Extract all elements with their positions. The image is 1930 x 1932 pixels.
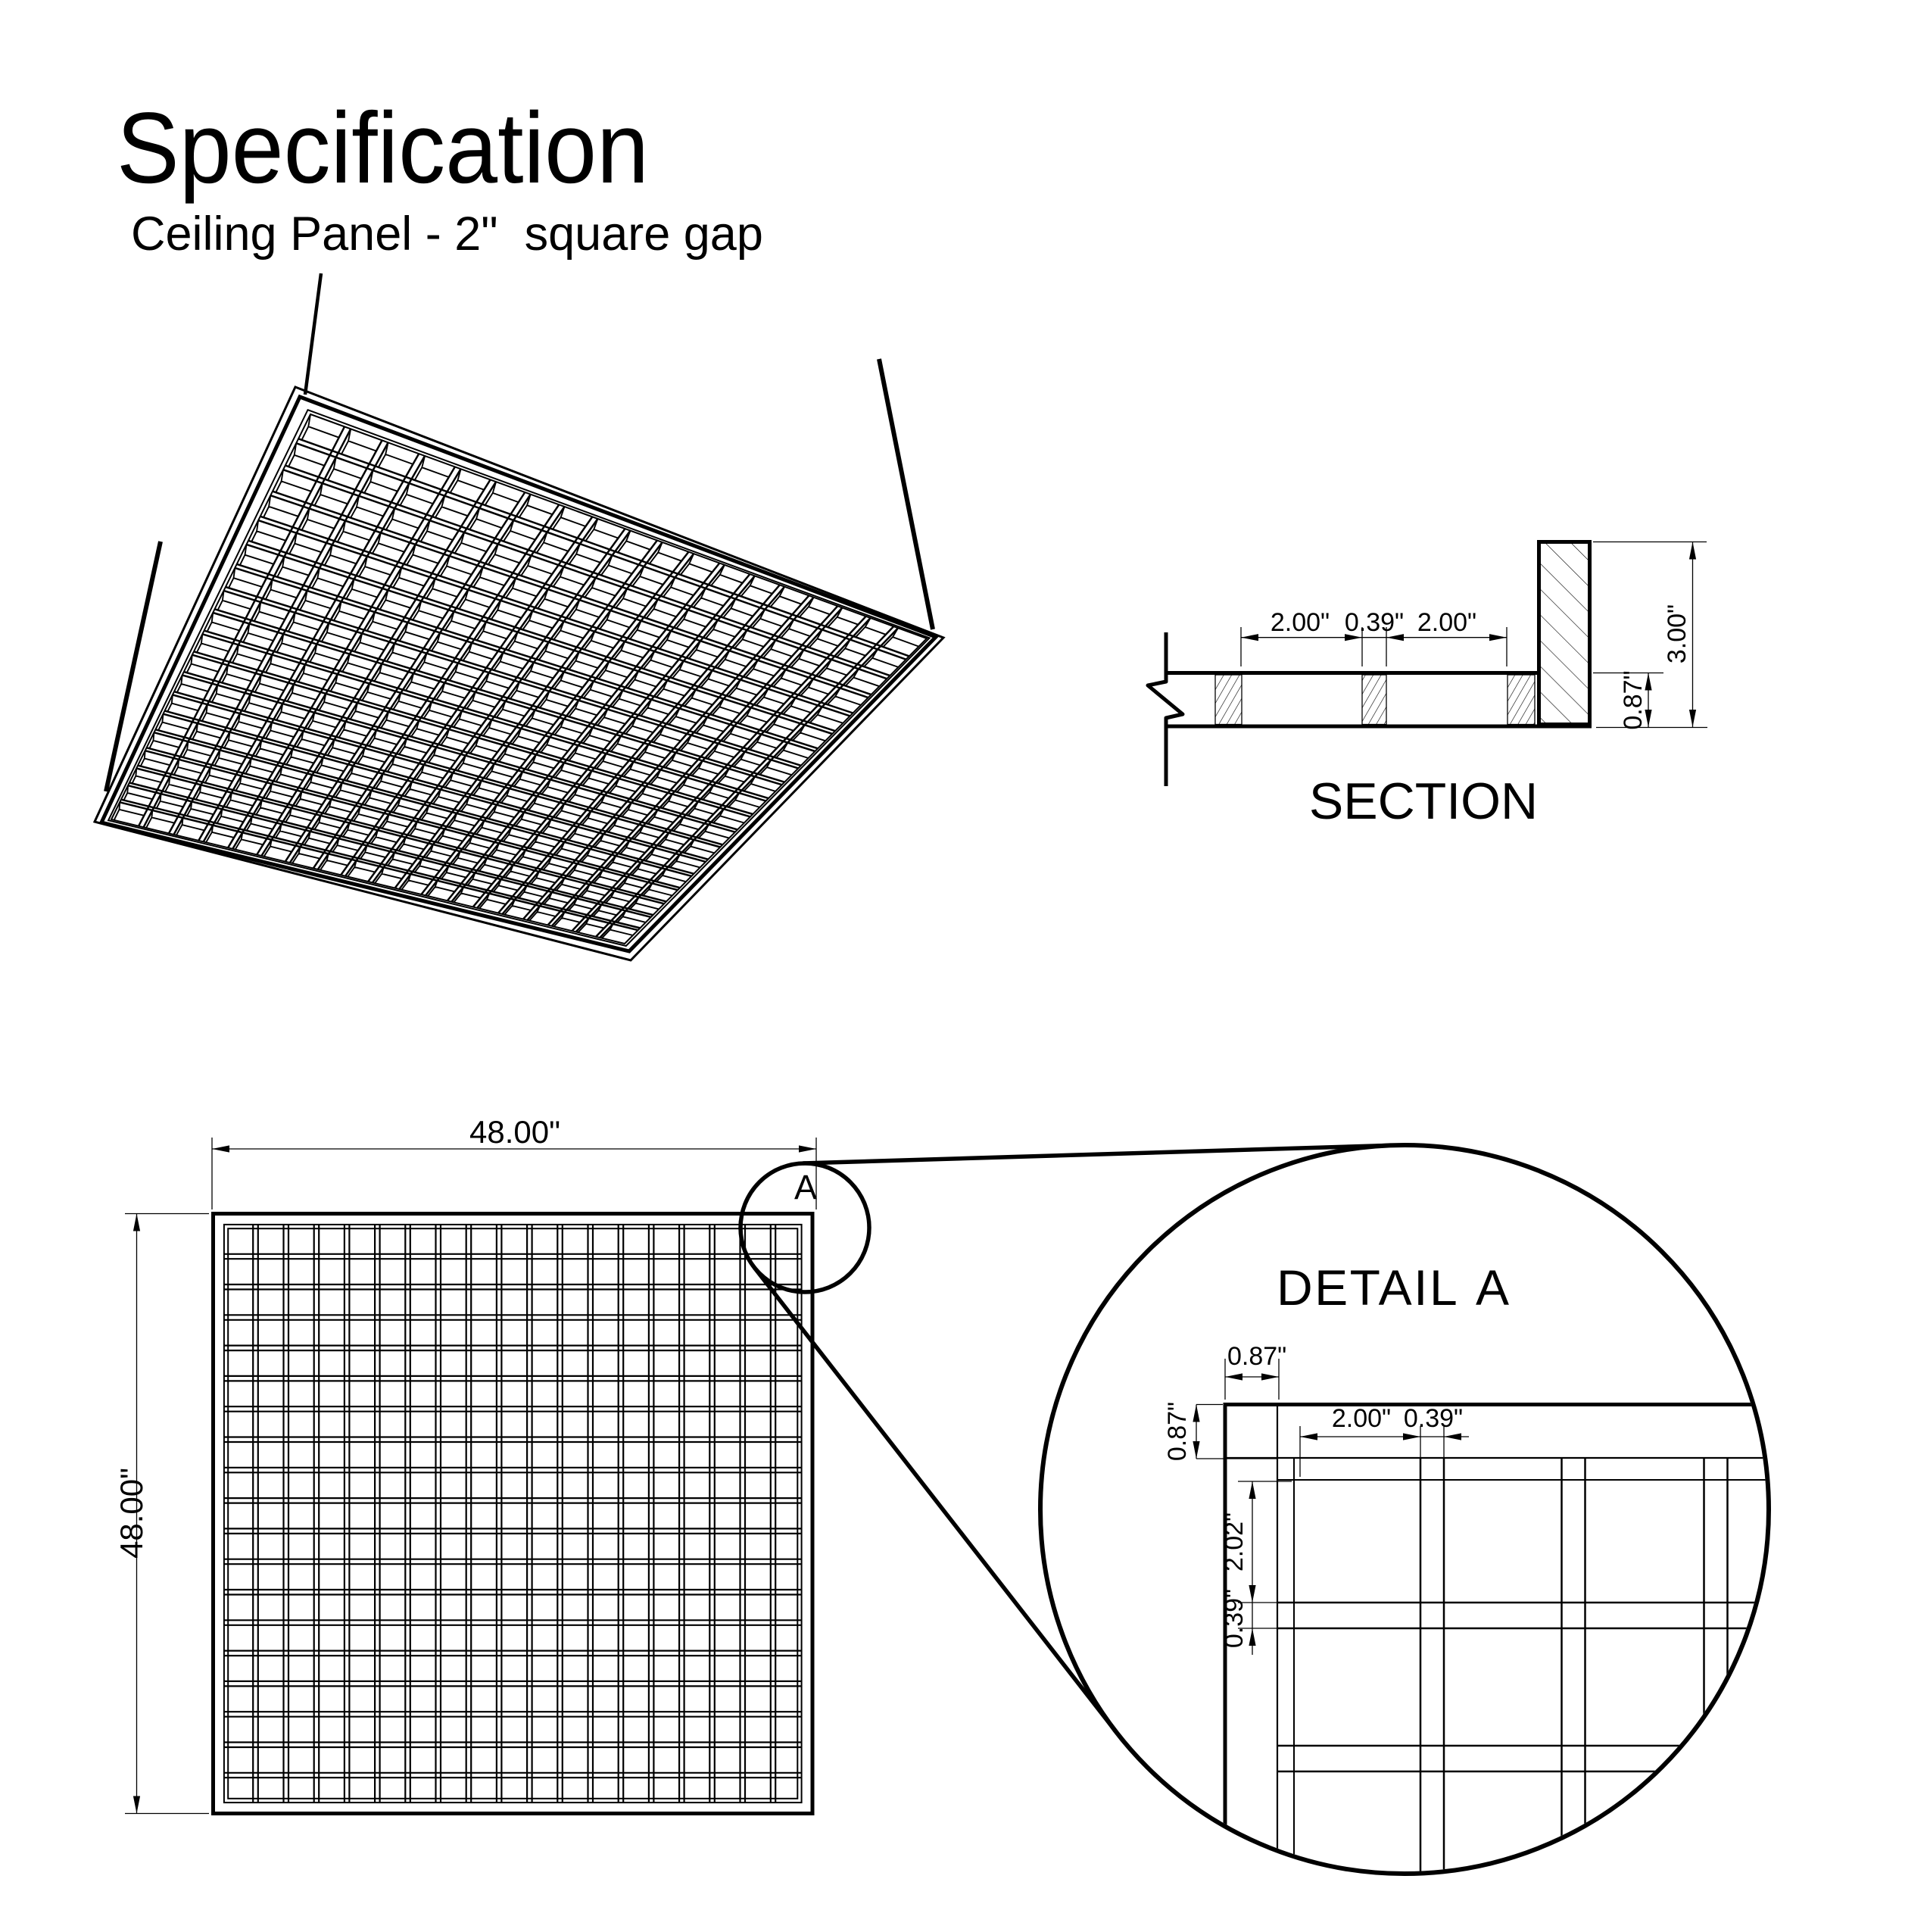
svg-text:Specification: Specification xyxy=(117,92,649,204)
svg-text:DETAIL: DETAIL xyxy=(1277,1259,1459,1316)
svg-text:A: A xyxy=(794,1168,817,1206)
svg-text:48.00": 48.00" xyxy=(114,1468,149,1559)
svg-text:2.00": 2.00" xyxy=(1271,608,1330,637)
svg-text:2.00": 2.00" xyxy=(1417,608,1476,637)
svg-text:3.00": 3.00" xyxy=(1663,604,1691,663)
svg-text:0.87": 0.87" xyxy=(1227,1342,1286,1371)
svg-text:2.02": 2.02" xyxy=(1220,1512,1249,1572)
svg-text:SECTION: SECTION xyxy=(1309,772,1538,830)
svg-text:0.39": 0.39" xyxy=(1220,1589,1249,1648)
svg-text:0.39": 0.39" xyxy=(1345,608,1404,637)
svg-text:Ceiling Panel - 2" square gap: Ceiling Panel - 2" square gap xyxy=(131,208,763,261)
svg-text:0.87": 0.87" xyxy=(1619,670,1648,729)
svg-text:48.00": 48.00" xyxy=(469,1114,560,1150)
svg-text:A: A xyxy=(1476,1259,1509,1316)
svg-text:2.00": 2.00" xyxy=(1332,1404,1391,1433)
svg-text:0.87": 0.87" xyxy=(1163,1402,1192,1461)
svg-text:0.39": 0.39" xyxy=(1404,1404,1463,1433)
